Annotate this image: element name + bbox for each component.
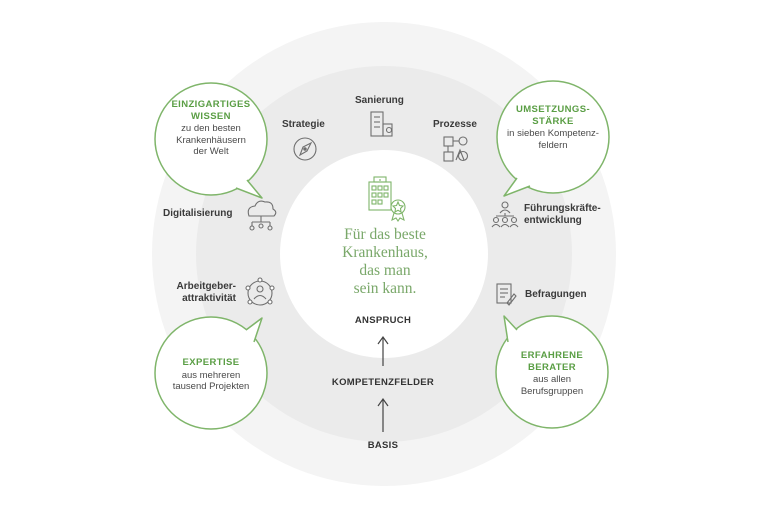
team-icon [491,201,519,228]
field-label-fuehrung: Führungskräfte- entwicklung [524,203,601,227]
label-basis: BASIS [367,440,399,451]
people-circle-icon [245,277,275,306]
bubble-sub-line: tausend Projekten [172,381,250,392]
bubble-title-line: EXPERTISE [182,357,240,368]
bubble-top-left-text: EINZIGARTIGES WISSEN zu den besten Krank… [156,99,266,158]
bubble-title-line: WISSEN [191,110,231,122]
center-line: sein kann. [353,280,417,297]
center-line: Für das beste [344,226,426,243]
bubble-bottom-left-text: EXPERTISE aus mehreren tausend Projekten [156,357,266,393]
bubble-sub-line: aus mehreren [181,369,241,381]
center-statement: Für das beste Krankenhaus, das man sein … [300,226,470,298]
field-label-sanierung: Sanierung [355,95,404,106]
field-label-befragungen: Befragungen [525,289,587,300]
field-label-strategie: Strategie [282,119,325,130]
field-label-arbeitgeber: Arbeitgeber- attraktivität [158,281,236,305]
field-label-digitalisierung: Digitalisierung [163,208,233,219]
bubble-sub-line: feldern [538,139,568,151]
bubble-bottom-right [495,315,609,429]
arrow-up-lower [377,397,389,432]
bubble-title: UMSETZUNGS- STÄRKE [497,104,609,127]
bubble-title-line: EINZIGARTIGES [171,99,251,110]
label-kompetenzfelder: KOMPETENZFELDER [331,377,435,388]
bubble-top-right-text: UMSETZUNGS- STÄRKE in sieben Kompetenz- … [497,104,609,151]
bubble-title: EINZIGARTIGES WISSEN [156,99,266,122]
process-icon [443,136,469,162]
building-icon [370,111,393,137]
label-anspruch: ANSPRUCH [354,315,412,326]
bubble-subtitle: in sieben Kompetenz- feldern [497,128,609,151]
bubble-subtitle: aus allen Berufsgruppen [497,374,607,397]
bubble-bottom-right-text: ERFAHRENE BERATER aus allen Berufsgruppe… [497,350,607,397]
bubble-title-line: BERATER [527,361,576,373]
cloud-network-icon [247,200,277,231]
bubble-title: EXPERTISE [156,357,266,369]
center-line: Krankenhaus, [342,244,428,261]
survey-icon [496,283,517,306]
bubble-title-line: STÄRKE [532,115,574,127]
field-label-line: attraktivität [182,293,236,304]
compass-icon [293,137,317,161]
bubble-top-left [154,82,268,199]
bubble-sub-line: aus allen [532,374,572,385]
bubble-sub-line: Berufsgruppen [520,385,584,397]
hospital-icon [368,176,406,222]
bubble-bottom-left [154,316,268,430]
inner-disc [280,150,488,358]
bubble-sub-line: der Welt [193,146,229,157]
field-label-prozesse: Prozesse [433,119,477,130]
bubble-top-right [496,80,610,197]
center-line: das man [359,262,411,279]
field-label-line: entwicklung [524,215,582,226]
bubble-title-line: UMSETZUNGS- [515,104,591,115]
bubble-sub-line: in sieben Kompetenz- [507,128,599,139]
bubble-title-line: ERFAHRENE [520,350,584,361]
bubble-sub-line: Krankenhäusern [176,134,246,146]
field-label-line: Führungskräfte- [524,203,601,214]
bubble-subtitle: aus mehreren tausend Projekten [156,370,266,393]
field-label-line: Arbeitgeber- [176,281,236,292]
bubble-sub-line: zu den besten [181,123,241,134]
arrow-up-upper [377,335,389,366]
bubble-subtitle: zu den besten Krankenhäusern der Welt [156,123,266,158]
bubble-title: ERFAHRENE BERATER [497,350,607,373]
